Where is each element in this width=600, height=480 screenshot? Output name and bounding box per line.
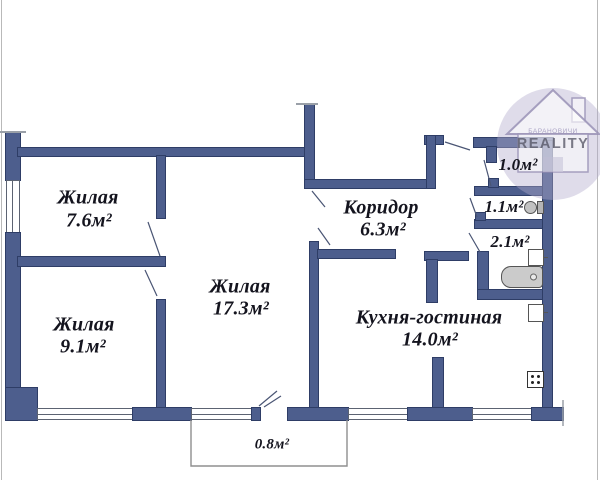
- wall: [18, 148, 313, 156]
- logo-city-text: БАРАНОВИЧИ: [528, 128, 577, 135]
- door-swing-line: [317, 227, 331, 246]
- wall: [157, 300, 165, 408]
- sink-icon: [528, 249, 548, 266]
- door-swing-line: [468, 232, 481, 253]
- wall: [310, 242, 318, 408]
- wall: [532, 408, 563, 420]
- house-logo-icon: БАРАНОВИЧИ REALITY: [497, 88, 600, 200]
- wall: [133, 408, 191, 420]
- wall: [487, 147, 496, 162]
- room-label-corridor-name: Коридор: [343, 196, 419, 219]
- room-label-11-area: 1.1м²: [484, 197, 524, 216]
- wall: [305, 105, 314, 188]
- room-label-living-76-area: 7.6м²: [66, 209, 112, 232]
- window: [348, 408, 408, 420]
- wall: [288, 408, 348, 420]
- window: [37, 408, 133, 420]
- door-swing-line: [258, 390, 278, 407]
- window: [472, 408, 532, 420]
- door-swing-line: [444, 141, 471, 151]
- sink-icon: [528, 304, 548, 322]
- bathtub-icon: [501, 266, 543, 288]
- wall: [425, 252, 468, 260]
- room-label-corridor-area: 6.3м²: [360, 218, 406, 241]
- room-label-living-76-name: Жилая: [57, 186, 119, 209]
- room-label-living-91-area: 9.1м²: [60, 335, 106, 358]
- wall: [475, 187, 543, 195]
- wall: [427, 136, 435, 188]
- door-swing-line: [263, 395, 282, 408]
- wall: [478, 252, 488, 296]
- wall: [474, 138, 553, 147]
- window: [191, 408, 252, 420]
- wall: [305, 180, 435, 188]
- wall: [433, 358, 443, 408]
- room-label-living-91-name: Жилая: [53, 313, 115, 336]
- wall: [478, 290, 552, 299]
- door-swing-line: [311, 190, 326, 208]
- room-label-10-area: 1.0м²: [498, 155, 538, 174]
- door-swing-line: [144, 269, 158, 297]
- wall: [6, 133, 20, 180]
- room-label-kitchen-name: Кухня-гостиная: [355, 306, 503, 329]
- page-border-right: [597, 0, 598, 480]
- logo-brand-text: REALITY: [517, 136, 590, 152]
- wall: [475, 220, 552, 228]
- wall: [157, 156, 165, 218]
- wall: [6, 233, 20, 390]
- room-label-living-173-name: Жилая: [209, 275, 271, 298]
- wall: [408, 408, 472, 420]
- room-label-kitchen-area: 14.0м²: [402, 328, 458, 351]
- wall: [252, 408, 260, 420]
- wall: [489, 179, 498, 187]
- wall: [427, 260, 437, 302]
- wall: [318, 250, 395, 258]
- room-label-living-173-area: 17.3м²: [213, 297, 269, 320]
- stove-icon: [527, 371, 544, 388]
- page-border-left: [1, 0, 2, 480]
- room-label-21-area: 2.1м²: [490, 232, 530, 251]
- wall: [6, 388, 37, 420]
- wall: [18, 257, 165, 266]
- toilet-icon: [524, 201, 537, 214]
- window: [6, 180, 20, 233]
- wall: [543, 141, 552, 408]
- room-label-balcony-area: 0.8м²: [254, 436, 290, 453]
- door-swing-line: [147, 221, 161, 257]
- toilet-icon: [537, 201, 544, 214]
- wall: [476, 213, 485, 220]
